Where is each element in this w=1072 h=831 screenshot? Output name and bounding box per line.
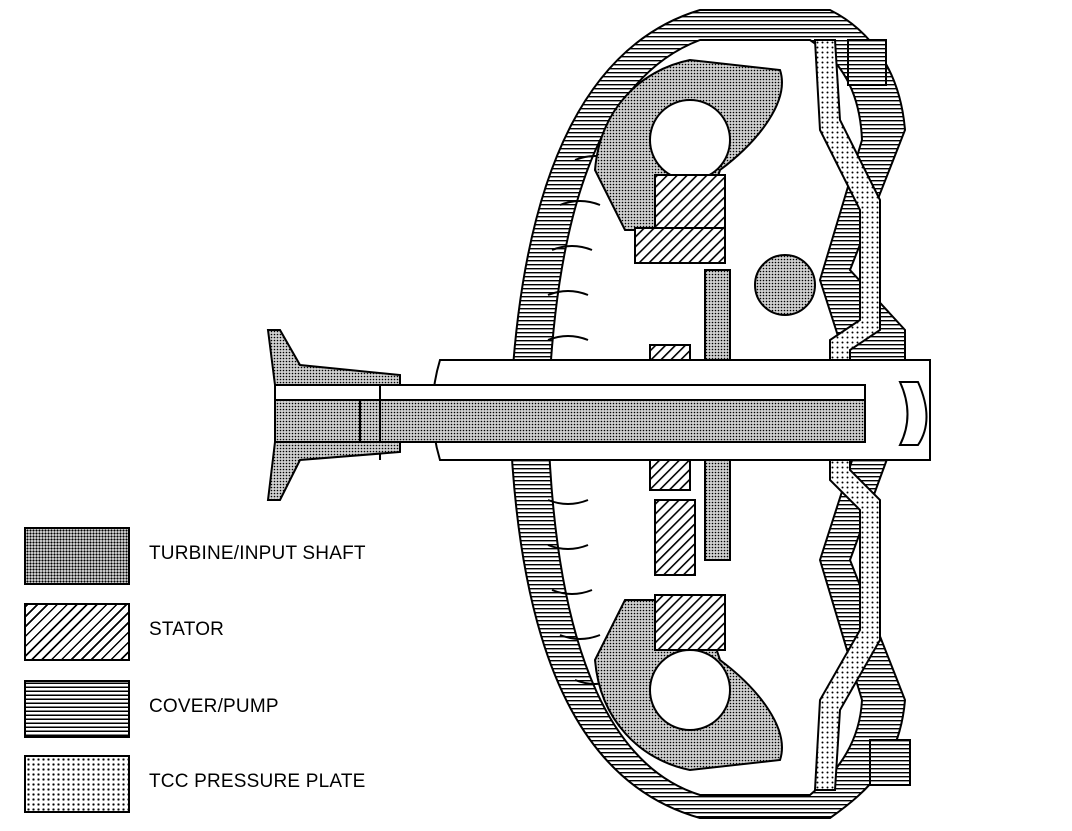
legend-swatch-tcc bbox=[24, 755, 130, 813]
legend-item-tcc-pressure-plate: TCC PRESSURE PLATE bbox=[24, 755, 444, 815]
pump-vane-slots bbox=[547, 155, 616, 685]
legend-swatch-stator bbox=[24, 603, 130, 661]
legend-label: STATOR bbox=[149, 619, 225, 640]
legend-item-stator: STATOR bbox=[24, 603, 444, 663]
stator-lower bbox=[654, 594, 726, 651]
input-shaft bbox=[274, 399, 866, 443]
legend-swatch-cover-pump bbox=[24, 680, 130, 738]
legend-swatch-turbine bbox=[24, 527, 130, 585]
legend-label: TCC PRESSURE PLATE bbox=[149, 771, 366, 792]
stator-upper bbox=[654, 174, 726, 231]
shaft-flange bbox=[266, 329, 401, 501]
legend-item-turbine-input-shaft: TURBINE/INPUT SHAFT bbox=[24, 527, 444, 587]
legend-item-cover-pump: COVER/PUMP bbox=[24, 680, 444, 740]
legend-label: COVER/PUMP bbox=[149, 696, 279, 717]
legend-label: TURBINE/INPUT SHAFT bbox=[149, 543, 366, 564]
